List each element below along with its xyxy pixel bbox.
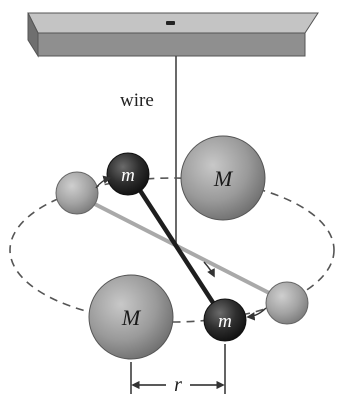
- equilibrium-rod: [128, 173, 225, 320]
- support-front-face: [37, 32, 306, 57]
- rotated-rod: [76, 193, 284, 302]
- rotation-arrow-right: [246, 307, 267, 321]
- wire-label: wire: [120, 90, 154, 111]
- small-mass-right-label: m: [218, 311, 232, 332]
- ceiling-support: [27, 12, 319, 58]
- separation-dimension: r: [130, 344, 226, 396]
- large-sphere-top: [180, 135, 266, 221]
- rotation-arrow-left: [95, 175, 112, 189]
- rotation-arrow-center: [203, 261, 215, 278]
- large-mass-bottom: M: [88, 274, 174, 360]
- support-slot: [166, 21, 175, 25]
- support-left-face: [27, 12, 39, 58]
- large-sphere-bottom: [88, 274, 174, 360]
- rotation-arrows: [95, 175, 267, 321]
- large-mass-top-label: M: [213, 166, 234, 191]
- large-mass-bottom-label: M: [121, 305, 142, 330]
- small-mass-left: m: [106, 152, 150, 196]
- separation-label: r: [174, 374, 182, 396]
- small-mass-right: m: [203, 298, 247, 342]
- small-sphere-rotated-left: [55, 171, 99, 215]
- small-sphere-right: [203, 298, 247, 342]
- small-mass-left-label: m: [121, 165, 135, 186]
- small-sphere-rotated-right: [265, 281, 309, 325]
- small-sphere-left: [106, 152, 150, 196]
- orbit-path: [9, 177, 335, 323]
- large-mass-top: M: [180, 135, 266, 221]
